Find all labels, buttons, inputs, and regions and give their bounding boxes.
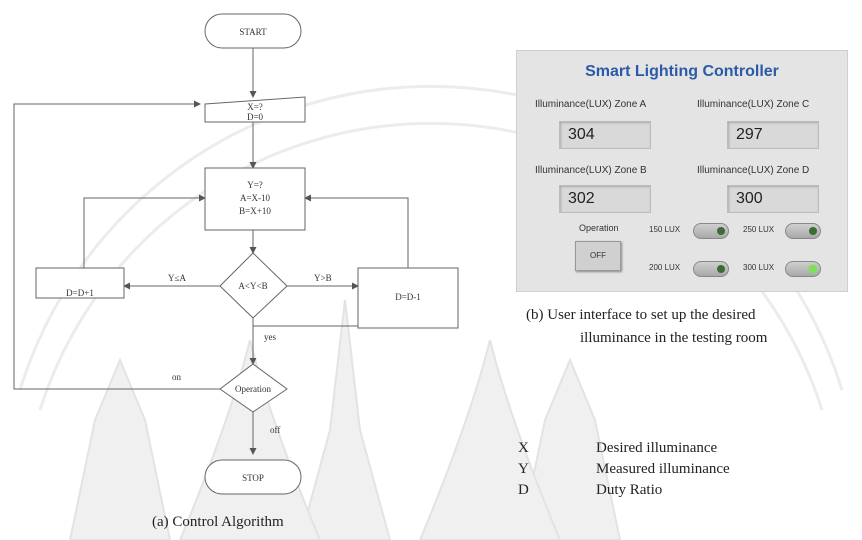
zone-c-label: Illuminance(LUX) Zone C — [697, 99, 809, 110]
zone-c-value: 297 — [727, 121, 819, 149]
zone-d-value: 300 — [727, 185, 819, 213]
toggle-indicator-icon — [809, 265, 817, 273]
operation-off-button[interactable]: OFF — [575, 241, 621, 271]
decrement-text: D=D-1 — [395, 292, 421, 302]
input-line-1: X=? — [247, 102, 263, 112]
increment-text: D=D+1 — [66, 288, 94, 298]
legend-symbol: Y — [518, 461, 596, 478]
edge-off: off — [270, 425, 280, 435]
operation-label: Operation — [579, 223, 619, 233]
edge-yes: yes — [264, 332, 276, 342]
zone-b-label: Illuminance(LUX) Zone B — [535, 165, 647, 176]
edge-y-le-a: Y≤A — [168, 273, 186, 283]
compute-line-1: Y=? — [247, 180, 263, 190]
toggle-indicator-icon — [717, 265, 725, 273]
decision-text: A<Y<B — [238, 281, 267, 291]
panel-title: Smart Lighting Controller — [517, 63, 847, 81]
toggle-indicator-icon — [717, 227, 725, 235]
legend-text: Measured illuminance — [596, 461, 730, 477]
edge-on: on — [172, 372, 182, 382]
lux-200-label: 200 LUX — [649, 263, 680, 272]
start-text: START — [239, 27, 267, 37]
control-algorithm-flowchart: START X=? D=0 Y=? A=X-10 B=X+10 A<Y<B D=… — [0, 0, 500, 540]
lux-150-label: 150 LUX — [649, 225, 680, 234]
legend-symbol: X — [518, 440, 596, 457]
zone-a-value: 304 — [559, 121, 651, 149]
smart-lighting-panel: Smart Lighting Controller Illuminance(LU… — [516, 50, 848, 292]
lux-250-label: 250 LUX — [743, 225, 774, 234]
compute-line-3: B=X+10 — [239, 206, 271, 216]
stop-text: STOP — [242, 473, 264, 483]
toggle-indicator-icon — [809, 227, 817, 235]
legend-text: Desired illuminance — [596, 440, 717, 456]
lux-150-toggle[interactable] — [693, 223, 729, 239]
lux-200-toggle[interactable] — [693, 261, 729, 277]
input-line-2: D=0 — [247, 112, 264, 122]
compute-line-2: A=X-10 — [240, 193, 271, 203]
zone-d-label: Illuminance(LUX) Zone D — [697, 165, 809, 176]
lux-300-label: 300 LUX — [743, 263, 774, 272]
edge-y-gt-b: Y>B — [314, 273, 332, 283]
legend-symbol: D — [518, 482, 596, 499]
caption-b-line-1: (b) User interface to set up the desired — [526, 307, 756, 324]
caption-b-line-2: illuminance in the testing room — [580, 330, 767, 347]
operation-text: Operation — [235, 384, 271, 394]
legend-text: Duty Ratio — [596, 482, 662, 498]
caption-a: (a) Control Algorithm — [152, 514, 284, 531]
zone-b-value: 302 — [559, 185, 651, 213]
lux-300-toggle[interactable] — [785, 261, 821, 277]
zone-a-label: Illuminance(LUX) Zone A — [535, 99, 646, 110]
lux-250-toggle[interactable] — [785, 223, 821, 239]
